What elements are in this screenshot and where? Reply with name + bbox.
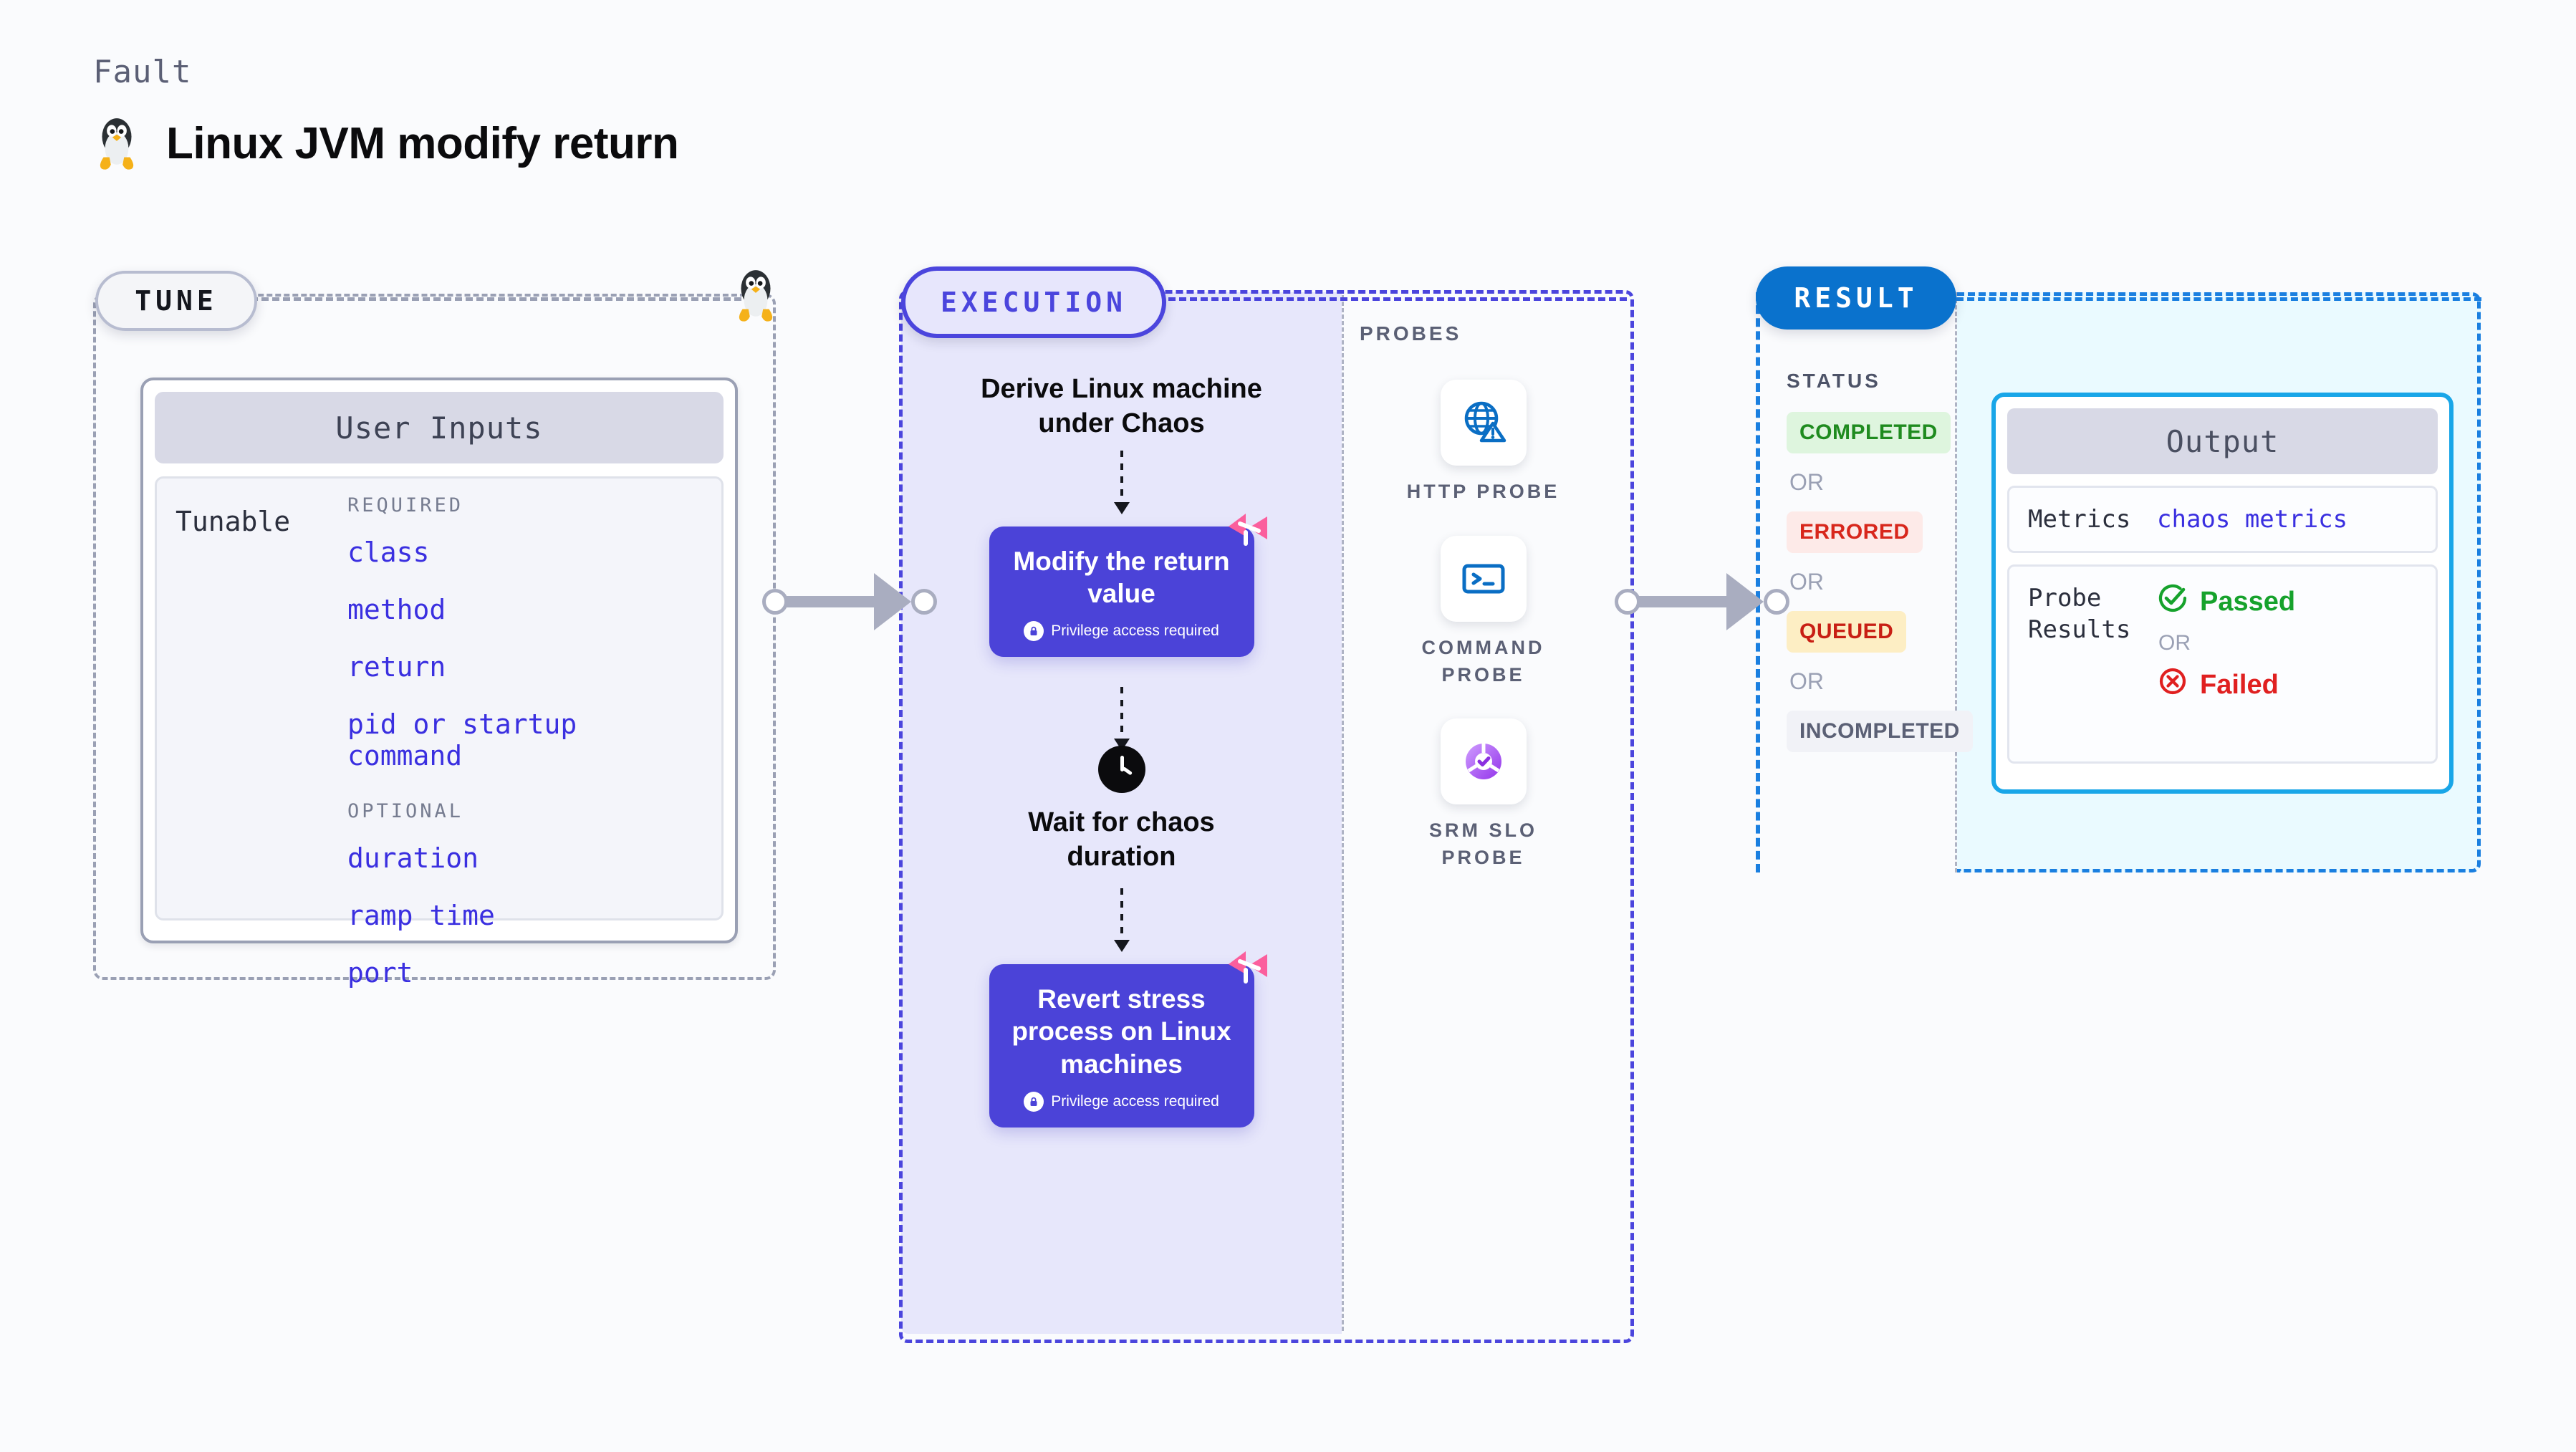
probes-section-label: PROBES bbox=[1360, 322, 1462, 345]
section-pill-tune[interactable]: TUNE bbox=[95, 271, 257, 331]
probe-result-separator: OR bbox=[2158, 631, 2191, 655]
status-badge-incompleted: INCOMPLETED bbox=[1787, 711, 1973, 752]
flow-arrow-down-icon bbox=[1113, 888, 1130, 953]
result-connector-dash bbox=[1956, 297, 2481, 301]
privilege-note: Privilege access required bbox=[1024, 621, 1219, 642]
status-badge-errored: ERRORED bbox=[1787, 511, 1923, 553]
connector-arrow-tune-to-execution bbox=[759, 573, 946, 630]
tune-connector-dash bbox=[251, 297, 752, 301]
output-row-probe-results: Probe Results Passed OR bbox=[2007, 564, 2438, 764]
fault-title-row: Linux JVM modify return bbox=[93, 115, 679, 172]
tunable-item[interactable]: port bbox=[347, 957, 413, 989]
harness-logo-icon bbox=[1224, 508, 1272, 555]
privilege-note: Privilege access required bbox=[1024, 1091, 1219, 1112]
flow-arrow-down-icon bbox=[1113, 451, 1130, 514]
flow-arrow-down-icon bbox=[1113, 687, 1130, 751]
probe-http[interactable]: HTTP PROBE bbox=[1407, 380, 1560, 506]
tune-section-box bbox=[93, 294, 776, 980]
connector-arrow-execution-to-result bbox=[1612, 573, 1798, 630]
status-column-box bbox=[1756, 292, 1957, 872]
probe-label: COMMAND PROBE bbox=[1421, 636, 1545, 686]
fault-kicker-label: Fault bbox=[93, 54, 192, 90]
user-inputs-card: User Inputs Tunable REQUIRED class metho… bbox=[140, 378, 738, 989]
user-inputs-title: User Inputs bbox=[155, 392, 724, 463]
lock-icon bbox=[1024, 1091, 1044, 1112]
tunable-items-list: REQUIRED class method return pid or star… bbox=[347, 494, 703, 989]
tunable-item[interactable]: duration bbox=[347, 842, 479, 874]
privilege-label: Privilege access required bbox=[1051, 622, 1219, 640]
status-separator: OR bbox=[1789, 569, 1824, 595]
section-pill-result[interactable]: RESULT bbox=[1756, 266, 1956, 330]
group-label-optional: OPTIONAL bbox=[347, 800, 464, 822]
output-row-metrics: Metrics chaos metrics bbox=[2007, 486, 2438, 554]
group-label-required: REQUIRED bbox=[347, 494, 464, 516]
output-metrics-key: Metrics bbox=[2028, 505, 2131, 534]
execution-step-wait: Wait for chaos duration bbox=[1028, 807, 1215, 872]
probe-result-failed: Failed bbox=[2157, 665, 2417, 704]
probe-results-values: Passed OR Failed bbox=[2157, 582, 2417, 704]
probe-label: SRM SLO PROBE bbox=[1428, 819, 1537, 869]
slo-donut-check-icon bbox=[1440, 718, 1527, 805]
terminal-icon bbox=[1440, 535, 1527, 622]
status-separator: OR bbox=[1789, 469, 1824, 495]
tunable-item[interactable]: return bbox=[347, 651, 446, 683]
status-list: COMPLETED OR ERRORED OR QUEUED OR INCOMP… bbox=[1787, 412, 1973, 752]
tunable-item[interactable]: class bbox=[347, 537, 430, 568]
execution-step-derive: Derive Linux machine under Chaos bbox=[981, 374, 1262, 438]
clock-icon bbox=[1097, 746, 1145, 794]
x-circle-icon bbox=[2157, 665, 2188, 704]
check-circle-icon bbox=[2157, 582, 2188, 621]
probes-panel-background bbox=[1342, 292, 1625, 1334]
tunable-item[interactable]: ramp time bbox=[347, 900, 495, 931]
linux-penguin-node-icon bbox=[732, 266, 779, 327]
output-title: Output bbox=[2007, 408, 2438, 474]
output-probe-results-key: Probe Results bbox=[2028, 584, 2131, 645]
tunable-item[interactable]: pid or startup command bbox=[347, 708, 577, 771]
probes-list: HTTP PROBE COMMAND PROBE bbox=[1342, 380, 1625, 872]
execution-step-modify-return[interactable]: Modify the return value Privilege access… bbox=[989, 514, 1267, 658]
output-metrics-value[interactable]: chaos metrics bbox=[2157, 505, 2348, 534]
probes-divider bbox=[1342, 295, 1344, 1331]
status-badge-completed: COMPLETED bbox=[1787, 412, 1951, 453]
section-pill-execution[interactable]: EXECUTION bbox=[901, 266, 1166, 338]
execution-section-box bbox=[899, 290, 1634, 1343]
probe-srm-slo[interactable]: SRM SLO PROBE bbox=[1401, 718, 1566, 872]
execution-step-revert-stress[interactable]: Revert stress process on Linux machines … bbox=[989, 951, 1267, 1128]
lock-icon bbox=[1024, 621, 1044, 642]
page-title: Linux JVM modify return bbox=[166, 118, 679, 168]
status-badge-queued: QUEUED bbox=[1787, 611, 1907, 653]
probe-label: HTTP PROBE bbox=[1406, 481, 1560, 502]
privilege-label: Privilege access required bbox=[1051, 1092, 1219, 1110]
probe-result-passed: Passed bbox=[2157, 582, 2417, 621]
linux-penguin-icon bbox=[93, 115, 140, 172]
tunable-item[interactable]: method bbox=[347, 594, 446, 625]
action-title: Modify the return value bbox=[1013, 547, 1230, 609]
globe-alert-icon bbox=[1440, 380, 1527, 466]
harness-logo-icon bbox=[1224, 946, 1272, 993]
execution-connector-dash bbox=[1158, 297, 1627, 301]
execution-flow: Derive Linux machine under Chaos Modify … bbox=[901, 372, 1342, 1128]
output-card: Output Metrics chaos metrics Probe Resul… bbox=[1991, 393, 2454, 794]
status-separator: OR bbox=[1789, 668, 1824, 694]
status-section-label: STATUS bbox=[1787, 370, 1881, 392]
tunable-row-label: Tunable bbox=[176, 506, 291, 537]
failed-label: Failed bbox=[2200, 669, 2279, 700]
passed-label: Passed bbox=[2200, 586, 2296, 617]
action-title: Revert stress process on Linux machines bbox=[1011, 984, 1231, 1079]
probe-command[interactable]: COMMAND PROBE bbox=[1401, 535, 1566, 689]
tunable-body: Tunable REQUIRED class method return pid… bbox=[155, 476, 724, 989]
